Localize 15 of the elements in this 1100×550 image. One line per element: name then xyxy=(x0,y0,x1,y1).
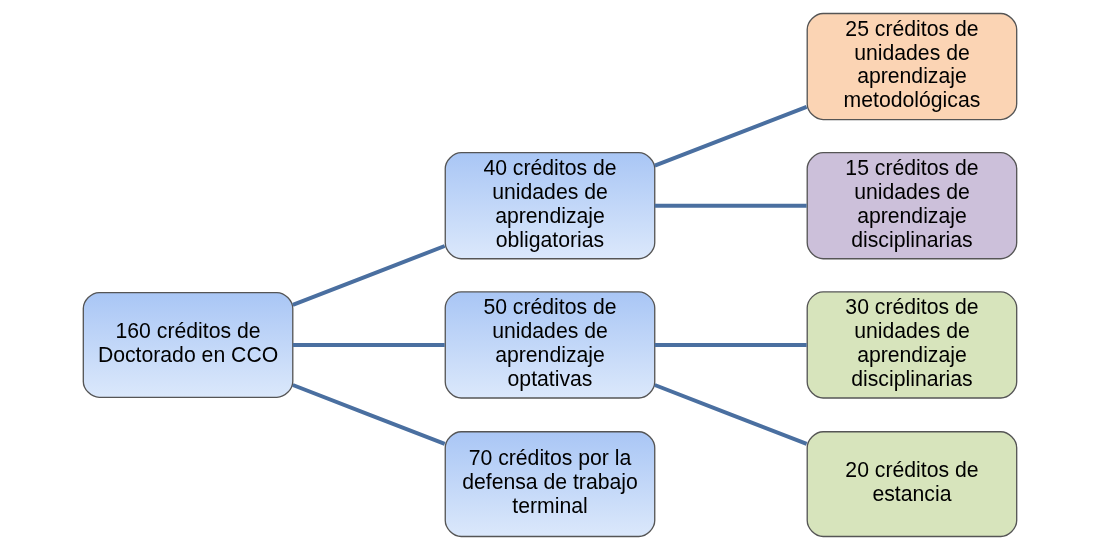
connector xyxy=(654,104,808,168)
connector xyxy=(654,342,807,347)
connector xyxy=(292,342,445,347)
node-box: 25 créditos de unidades de aprendizaje metodológicas xyxy=(806,12,1018,121)
node-box: 50 créditos de unidades de aprendizaje optativas xyxy=(444,291,656,399)
connector xyxy=(292,383,446,446)
node-box: 40 créditos de unidades de aprendizaje obligatorias xyxy=(444,152,656,260)
node-box: 15 créditos de unidades de aprendizaje disciplinarias xyxy=(806,152,1018,260)
node-box: 30 créditos de unidades de aprendizaje disciplinarias xyxy=(806,291,1018,399)
node-box: 20 créditos de estancia xyxy=(806,431,1018,538)
connector xyxy=(292,244,446,307)
node-box: 160 créditos de Doctorado en CCO xyxy=(82,291,294,398)
connector xyxy=(654,203,807,208)
node-box: 70 créditos por la defensa de trabajo terminal xyxy=(444,431,656,538)
connector xyxy=(654,383,808,446)
